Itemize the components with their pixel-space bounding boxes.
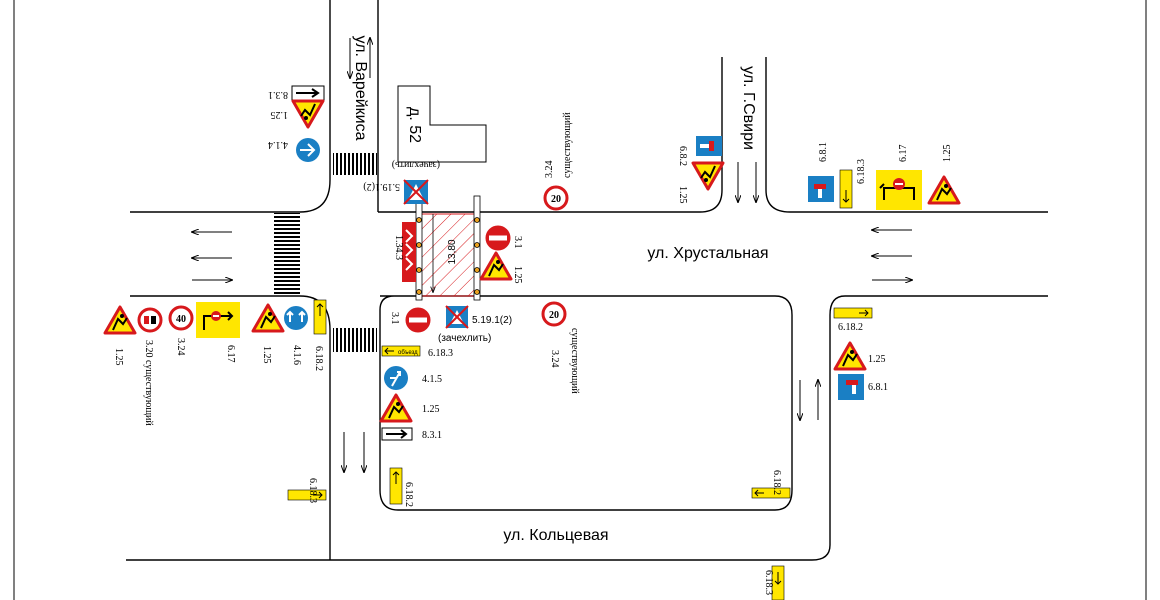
work-zone-width: 13,80 [447,239,458,264]
label-zachehlit-nw: (зачехлить) [392,159,440,170]
label-6-18-3-top: 6.18.3 [856,159,867,184]
warning-1-25-left-icon [103,305,137,335]
sign-1-34-3-icon [402,222,416,282]
label-6-18-2-right-lower: 6.18.2 [838,322,863,333]
speed-20-south: 20 [549,310,559,321]
label-existing-north: существующий [562,112,573,178]
label-6-17-right: 6.17 [898,145,909,163]
warning-1-25-rightlower-icon [833,341,867,371]
label-6-17-left: 6.17 [225,345,236,363]
sign-6-18-3-bottom [771,565,785,600]
warning-1-25-gsviri-icon [691,161,725,191]
label-1-25-inner: 1.25 [422,404,440,415]
building-label: д. 52 [406,107,423,143]
warning-1-25-east-icon [479,251,513,281]
street-koltsevaya: ул. Кольцевая [503,527,608,544]
street-vareikisa: ул. Варейкиса [352,35,369,140]
label-5-19-south: 5.19.1(2) [472,315,512,326]
label-5-19-nw: 5.19.1(2) [363,181,400,192]
label-3-1-west: 3.1 [389,312,400,325]
no-overtaking-3-20-icon [137,307,163,333]
label-3-24-left: 3.24 [175,338,186,356]
label-4-1-6: 4.1.6 [291,345,302,365]
label-6-18-2-inner: 6.18.2 [403,482,414,507]
street-gsviri: ул. Г.Свири [740,66,757,150]
label-4-1-4: 4.1.4 [268,139,288,150]
label-6-18-3-lowerleft: 6.18.3 [307,478,318,503]
sign-6-18-3-inner: объезд [381,345,421,357]
label-1-25-east: 1.25 [512,266,523,284]
label-6-18-2-right: 6.18.2 [771,470,782,495]
label-6-8-1-lower: 6.8.1 [868,382,888,393]
sign-6-18-2-left [313,299,327,335]
no-entry-3-1-west-icon [404,306,432,334]
sign-6-17-right-icon [876,170,922,210]
label-1-25-left: 1.25 [113,348,124,366]
label-1-25-right: 1.25 [942,145,953,163]
label-1-25-nw: 1.25 [271,109,289,120]
sign-6-18-3-top [839,169,853,209]
label-1-25-gsviri: 1.25 [677,186,688,204]
sign-6-8-1-lower-icon [838,374,864,400]
sign-4-1-6-icon [284,306,308,330]
sign-6-18-2-right-inner [751,487,791,499]
warning-1-25-left2-icon [251,303,285,333]
sign-6-18-2-right [833,307,873,319]
label-8-3-1-nw: 8.3.1 [268,89,288,100]
label-existing-south: существующий [569,328,580,394]
sign-8-3-1-nw [291,85,325,101]
label-6-18-3-bottom: 6.18.3 [763,570,774,595]
crossing-west [274,213,300,295]
label-6-8-1-top: 6.8.1 [818,142,829,162]
work-zone: 13,80 [415,195,481,301]
sign-6-17-left-icon [196,302,240,338]
label-zachehlit-south: (зачехлить) [438,333,491,344]
sign-5-19-covered-icon [403,179,429,205]
speed-40: 40 [176,314,186,325]
label-8-3-1-inner: 8.3.1 [422,430,442,441]
label-3-1-east: 3.1 [512,236,523,249]
warning-1-25-right-icon [927,175,961,205]
label-6-18-3-inner: 6.18.3 [428,348,453,359]
warning-1-25-inner-icon [379,393,413,423]
label-4-1-5: 4.1.5 [422,374,442,385]
crossing-north [333,153,377,175]
speed-20-north: 20 [551,194,561,205]
svg-text:объезд: объезд [398,350,418,356]
label-3-24-south: 3.24 [549,350,560,368]
sign-6-18-2-inner [389,467,403,505]
label-6-8-2: 6.8.2 [677,146,688,166]
label-1-34-3: 1.34.3 [393,235,404,260]
sign-6-18-3-lowerleft [287,489,327,501]
traffic-arrows [192,38,912,472]
label-1-25-left2: 1.25 [261,346,272,364]
label-3-24-north: 3.24 [544,161,555,179]
street-khrustalnaya: ул. Хрустальная [647,245,768,262]
sign-6-8-1-top-icon [808,176,834,202]
label-6-18-2-left: 6.18.2 [313,346,324,371]
label-3-20: 3.20 существующий [143,340,154,426]
crossing-south [333,328,377,352]
sign-6-8-2-icon [696,136,722,156]
sign-5-19-south-icon [445,305,469,329]
no-entry-3-1-east-icon [484,224,512,252]
warning-1-25-icon [291,99,325,129]
label-1-25-rightlower: 1.25 [868,354,886,365]
sign-8-3-1-inner [381,427,413,441]
